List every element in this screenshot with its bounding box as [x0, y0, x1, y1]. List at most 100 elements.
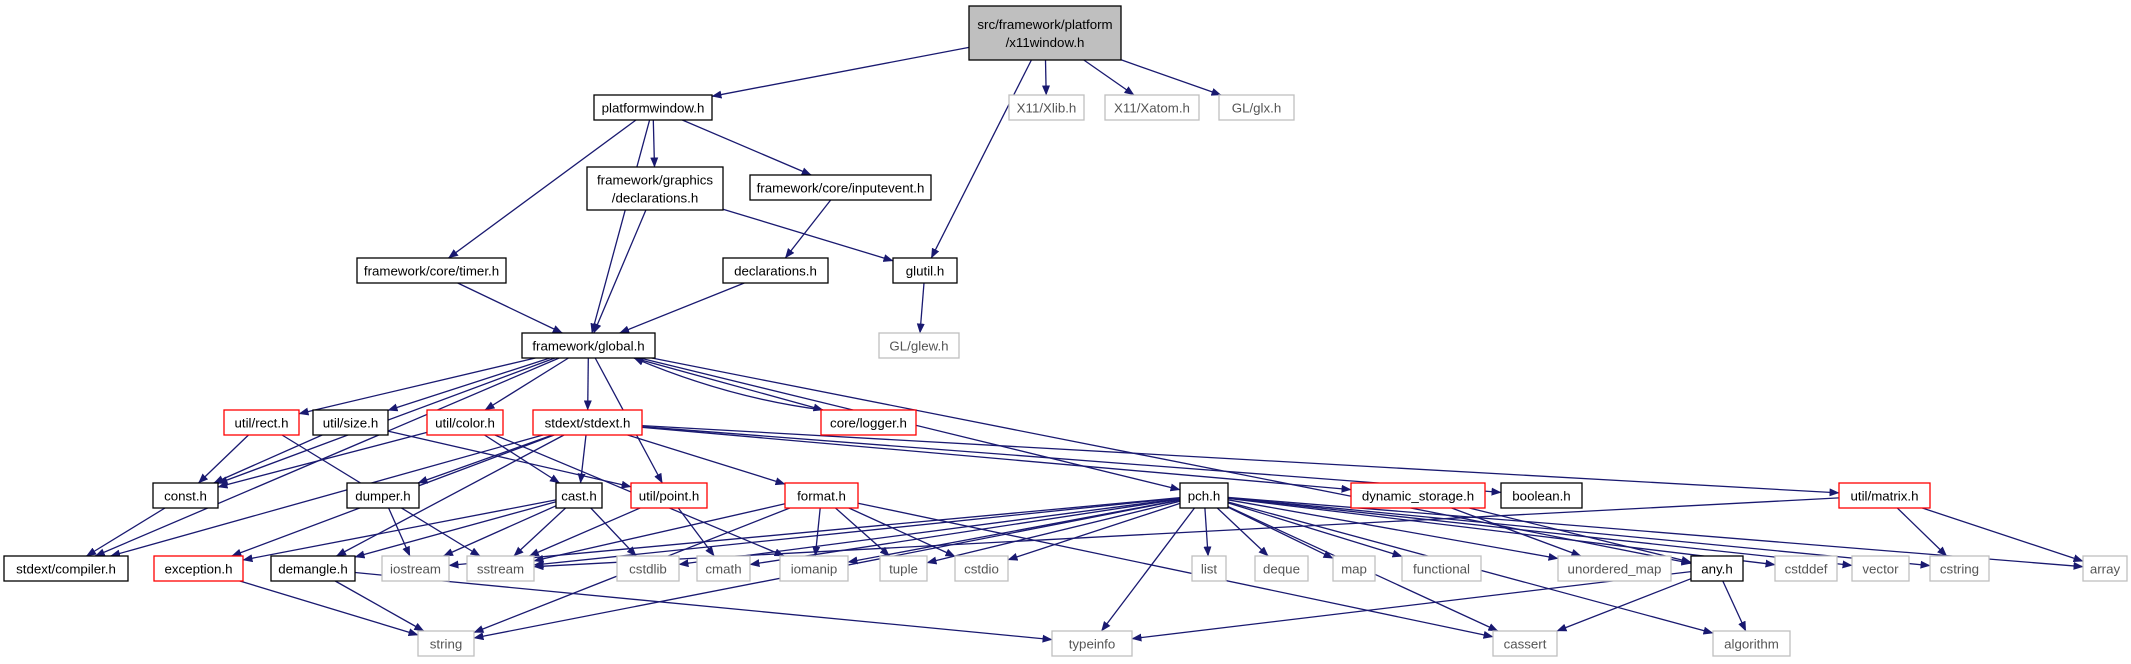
- node-glew[interactable]: GL/glew.h: [878, 332, 960, 359]
- edge-glutil-to-glew: [916, 282, 925, 334]
- node-glutil-label-0: glutil.h: [906, 264, 944, 279]
- node-list[interactable]: list: [1191, 555, 1227, 582]
- node-vector-box: [1851, 555, 1910, 582]
- edge-cast-to-demangle: [354, 501, 557, 559]
- node-iostream-box: [381, 555, 450, 582]
- node-inputevent[interactable]: framework/core/inputevent.h: [749, 174, 932, 201]
- edge-pch-to-typeinfo: [1100, 507, 1196, 632]
- node-vector-label-0: vector: [1862, 562, 1899, 577]
- node-functional[interactable]: functional: [1401, 555, 1482, 582]
- node-size-label-0: util/size.h: [323, 416, 378, 431]
- node-cmath-box: [696, 555, 751, 582]
- node-dynstorage-box: [1350, 482, 1486, 509]
- node-gdecl-label-0: framework/graphics: [597, 173, 713, 188]
- node-glx[interactable]: GL/glx.h: [1218, 94, 1295, 121]
- edge-color-to-cast: [484, 434, 560, 484]
- node-compiler-box: [3, 555, 129, 582]
- node-dumper-box: [346, 482, 420, 509]
- node-algorithm[interactable]: algorithm: [1712, 630, 1791, 657]
- node-xatom[interactable]: X11/Xatom.h: [1104, 94, 1200, 121]
- node-typeinfo[interactable]: typeinfo: [1051, 630, 1133, 657]
- edge-stdext-to-boolean: [641, 426, 1502, 496]
- node-vector[interactable]: vector: [1851, 555, 1910, 582]
- node-array[interactable]: array: [2082, 555, 2128, 582]
- node-dumper[interactable]: dumper.h: [346, 482, 420, 509]
- node-cast[interactable]: cast.h: [555, 482, 603, 509]
- node-const[interactable]: const.h: [152, 482, 219, 509]
- node-cstring-box: [1929, 555, 1990, 582]
- edge-dynstorage-to-any: [1469, 507, 1692, 564]
- edge-x11window-to-xatom: [1083, 59, 1135, 96]
- node-format[interactable]: format.h: [784, 482, 859, 509]
- edge-inputevent-to-declarations: [784, 199, 832, 259]
- node-rect[interactable]: util/rect.h: [223, 409, 300, 436]
- edge-pch-to-list: [1203, 507, 1212, 557]
- node-unordered_map[interactable]: unordered_map: [1557, 555, 1672, 582]
- edge-format-to-iomanip: [812, 507, 821, 557]
- node-deque[interactable]: deque: [1254, 555, 1309, 582]
- edge-global-to-size: [387, 357, 551, 412]
- node-cstdlib[interactable]: cstdlib: [616, 555, 680, 582]
- node-dynstorage[interactable]: dynamic_storage.h: [1350, 482, 1486, 509]
- edge-pch-to-iostream: [448, 497, 1181, 569]
- edge-demangle-to-typeinfo: [354, 571, 1053, 643]
- node-sstream[interactable]: sstream: [466, 555, 535, 582]
- node-cmath-label-0: cmath: [705, 562, 741, 577]
- node-logger[interactable]: core/logger.h: [820, 409, 917, 436]
- node-stdext-label-0: stdext/stdext.h: [545, 416, 631, 431]
- node-xlib-box: [1008, 94, 1085, 121]
- edge-platformwindow-to-inputevent: [682, 119, 812, 176]
- node-map[interactable]: map: [1332, 555, 1376, 582]
- node-declarations[interactable]: declarations.h: [722, 257, 829, 284]
- node-list-box: [1191, 555, 1227, 582]
- node-compiler-label-0: stdext/compiler.h: [16, 562, 116, 577]
- node-gdecl[interactable]: framework/graphics/declarations.h: [586, 166, 724, 211]
- edge-pch-to-cstdio: [1007, 502, 1181, 561]
- edge-size-to-const: [213, 434, 323, 484]
- node-cassert[interactable]: cassert: [1492, 630, 1558, 657]
- node-platformwindow[interactable]: platformwindow.h: [593, 94, 713, 121]
- edge-pch-to-cmath: [749, 498, 1181, 568]
- node-color[interactable]: util/color.h: [426, 409, 504, 436]
- node-timer[interactable]: framework/core/timer.h: [356, 257, 507, 284]
- node-string[interactable]: string: [417, 630, 475, 657]
- node-demangle[interactable]: demangle.h: [270, 555, 356, 582]
- node-size[interactable]: util/size.h: [312, 409, 389, 436]
- node-cstddef[interactable]: cstddef: [1774, 555, 1838, 582]
- node-x11window[interactable]: src/framework/platform/x11window.h: [968, 5, 1122, 61]
- node-const-box: [152, 482, 219, 509]
- node-global[interactable]: framework/global.h: [521, 332, 656, 359]
- node-point-box: [630, 482, 708, 509]
- node-cassert-box: [1492, 630, 1558, 657]
- node-any-box: [1690, 555, 1744, 582]
- node-iostream[interactable]: iostream: [381, 555, 450, 582]
- node-tuple[interactable]: tuple: [879, 555, 928, 582]
- node-cstdio-label-0: cstdio: [964, 562, 999, 577]
- node-cmath[interactable]: cmath: [696, 555, 751, 582]
- node-any[interactable]: any.h: [1690, 555, 1744, 582]
- node-xlib[interactable]: X11/Xlib.h: [1008, 94, 1085, 121]
- node-point[interactable]: util/point.h: [630, 482, 708, 509]
- node-compiler[interactable]: stdext/compiler.h: [3, 555, 129, 582]
- node-color-label-0: util/color.h: [435, 416, 495, 431]
- node-typeinfo-label-0: typeinfo: [1069, 637, 1116, 652]
- node-exception[interactable]: exception.h: [153, 555, 244, 582]
- node-boolean[interactable]: boolean.h: [1500, 482, 1583, 509]
- node-matrix[interactable]: util/matrix.h: [1838, 482, 1931, 509]
- node-cstdio[interactable]: cstdio: [954, 555, 1009, 582]
- node-cstring[interactable]: cstring: [1929, 555, 1990, 582]
- node-format-box: [784, 482, 859, 509]
- node-stdext[interactable]: stdext/stdext.h: [532, 409, 643, 436]
- node-color-box: [426, 409, 504, 436]
- node-xlib-label-0: X11/Xlib.h: [1017, 101, 1077, 116]
- node-iomanip[interactable]: iomanip: [779, 555, 849, 582]
- node-algorithm-box: [1712, 630, 1791, 657]
- edge-pch-to-deque: [1216, 507, 1269, 557]
- node-glutil[interactable]: glutil.h: [892, 257, 958, 284]
- node-xatom-box: [1104, 94, 1200, 121]
- edge-color-to-const: [217, 431, 428, 489]
- node-size-box: [312, 409, 389, 436]
- edge-declarations-to-global: [619, 282, 745, 334]
- node-pch[interactable]: pch.h: [1179, 482, 1229, 509]
- edge-stdext-to-matrix: [641, 424, 1840, 497]
